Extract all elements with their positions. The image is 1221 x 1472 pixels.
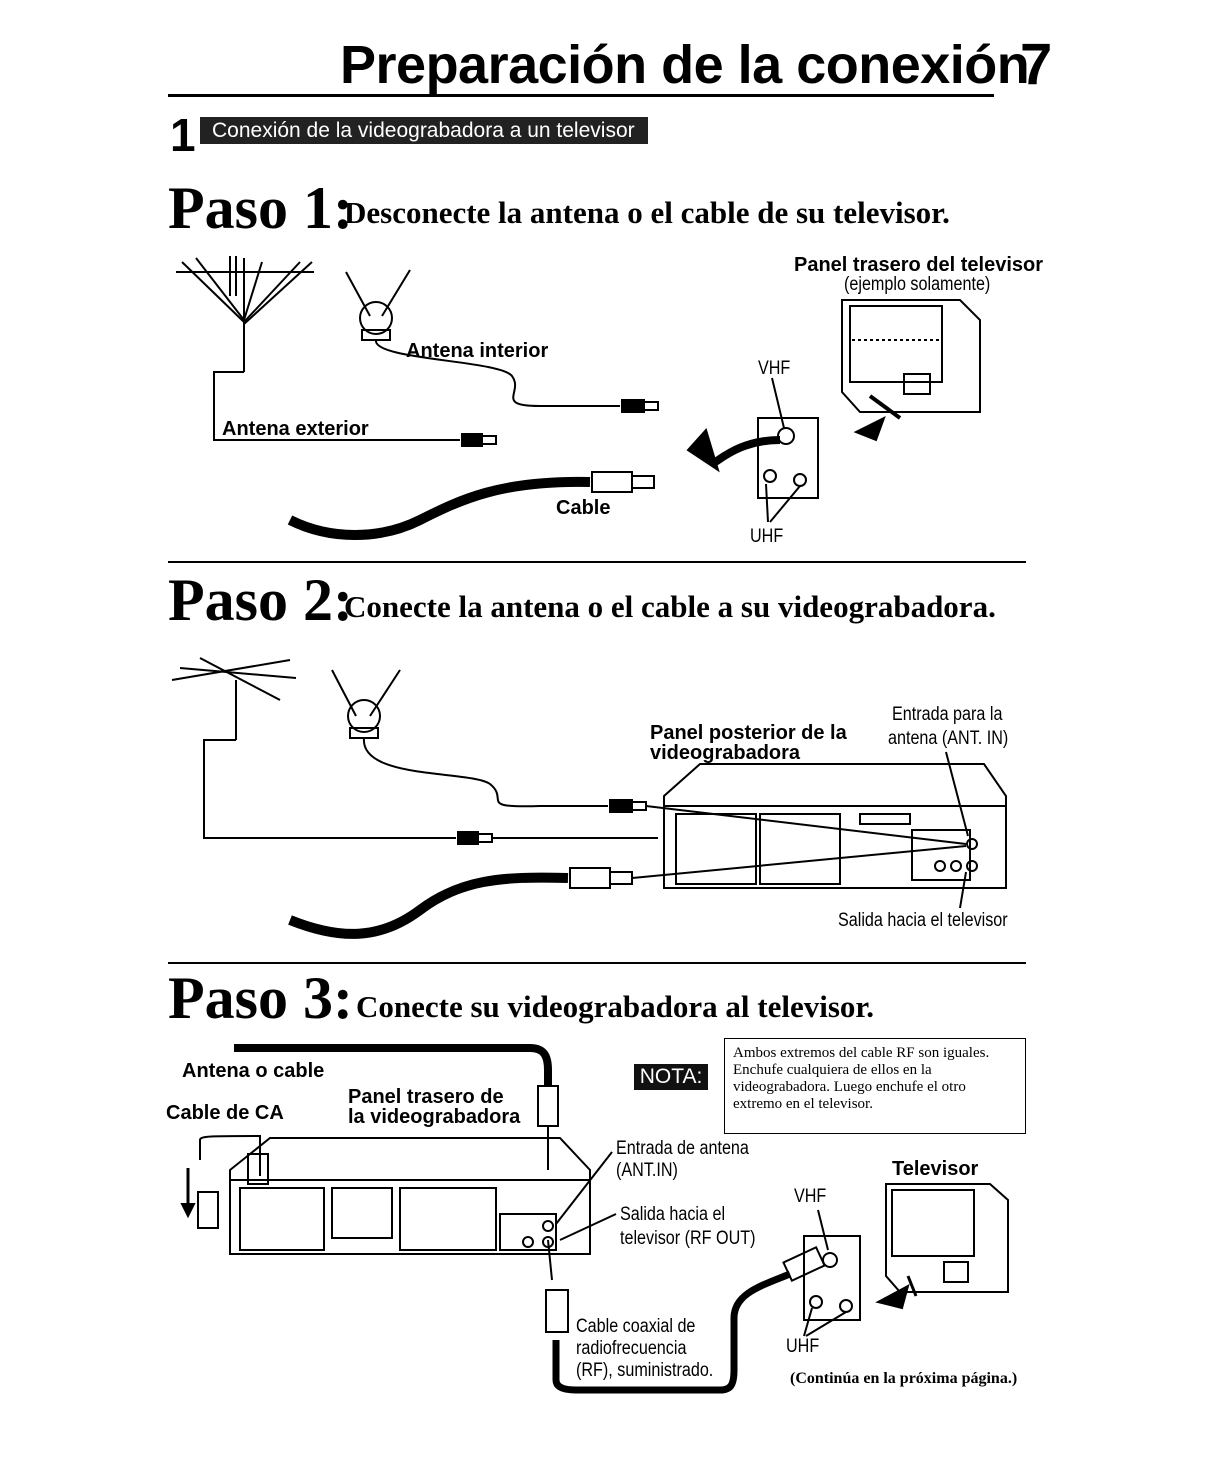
- outdoor-antenna-icon: [176, 256, 400, 441]
- indoor-antenna-label: Antena interior: [406, 340, 549, 362]
- vcr-step3-icon: [229, 1137, 591, 1255]
- uhf-label: UHF: [750, 526, 784, 547]
- page-number: 7: [1020, 32, 1053, 97]
- step1-heading: Paso 1:: [168, 175, 353, 241]
- ant-in-label-2: antena (ANT. IN): [888, 728, 1009, 749]
- rf-out-label-1: Salida hacia el: [620, 1204, 726, 1225]
- vcr-rear-panel-1: Panel trasero de: [348, 1086, 504, 1108]
- step3-vhf-label: VHF: [794, 1186, 827, 1207]
- divider-2: [168, 962, 1026, 964]
- tv-step3-icon: [885, 1183, 1009, 1293]
- indoor-antenna-icon: [345, 269, 620, 407]
- tv-icon: [841, 299, 981, 413]
- step2-heading: Paso 2:: [168, 567, 353, 633]
- tv-panel-note: (ejemplo solamente): [844, 274, 991, 295]
- divider-1: [168, 561, 1026, 563]
- coax-label-2: radiofrecuencia: [576, 1338, 687, 1359]
- outdoor-antenna-label: Antena exterior: [222, 418, 369, 440]
- nota-text: Ambos extremos del cable RF son iguales.…: [724, 1038, 1026, 1134]
- ant-in-label-1: Entrada para la: [892, 704, 1003, 725]
- antenna-or-cable-label: Antena o cable: [182, 1060, 325, 1082]
- section-heading: Conexión de la videograbadora a un telev…: [200, 117, 648, 144]
- vcr-panel-title-1: Panel posterior de la: [650, 722, 847, 744]
- step1-subtitle: Desconecte la antena o el cable de su te…: [344, 195, 950, 230]
- step2-subtitle: Conecte la antena o el cable a su videog…: [344, 589, 996, 624]
- step3-heading: Paso 3:: [168, 965, 353, 1031]
- ac-cable-label: Cable de CA: [166, 1102, 284, 1124]
- vcr-panel-title-2: videograbadora: [650, 742, 801, 764]
- title-underline: [168, 94, 994, 97]
- tv-panel-title: Panel trasero del televisor: [794, 254, 1044, 276]
- continued-note: (Continúa en la próxima página.): [790, 1370, 1018, 1387]
- vcr-rear-panel-icon: [663, 763, 1007, 889]
- vhf-label: VHF: [758, 358, 791, 379]
- section-number: 1: [170, 109, 196, 161]
- coax-label-3: (RF), suministrado.: [576, 1360, 714, 1381]
- cable-label: Cable: [556, 497, 611, 519]
- step3-uhf-label: UHF: [786, 1336, 820, 1357]
- nota-badge: NOTA:: [634, 1064, 708, 1090]
- step3-ant-in-1: Entrada de antena: [616, 1138, 749, 1159]
- step3-subtitle: Conecte su videograbadora al televisor.: [356, 989, 875, 1024]
- step3-ant-in-2: (ANT.IN): [616, 1160, 678, 1181]
- vcr-rear-panel-2: la videograbadora: [348, 1106, 521, 1128]
- coax-label-1: Cable coaxial de: [576, 1316, 696, 1337]
- rf-out-label-2: televisor (RF OUT): [620, 1228, 756, 1249]
- page-title: Preparación de la conexión: [340, 35, 1030, 95]
- to-tv-label: Salida hacia el televisor: [838, 910, 1008, 931]
- tv-label: Televisor: [892, 1158, 979, 1180]
